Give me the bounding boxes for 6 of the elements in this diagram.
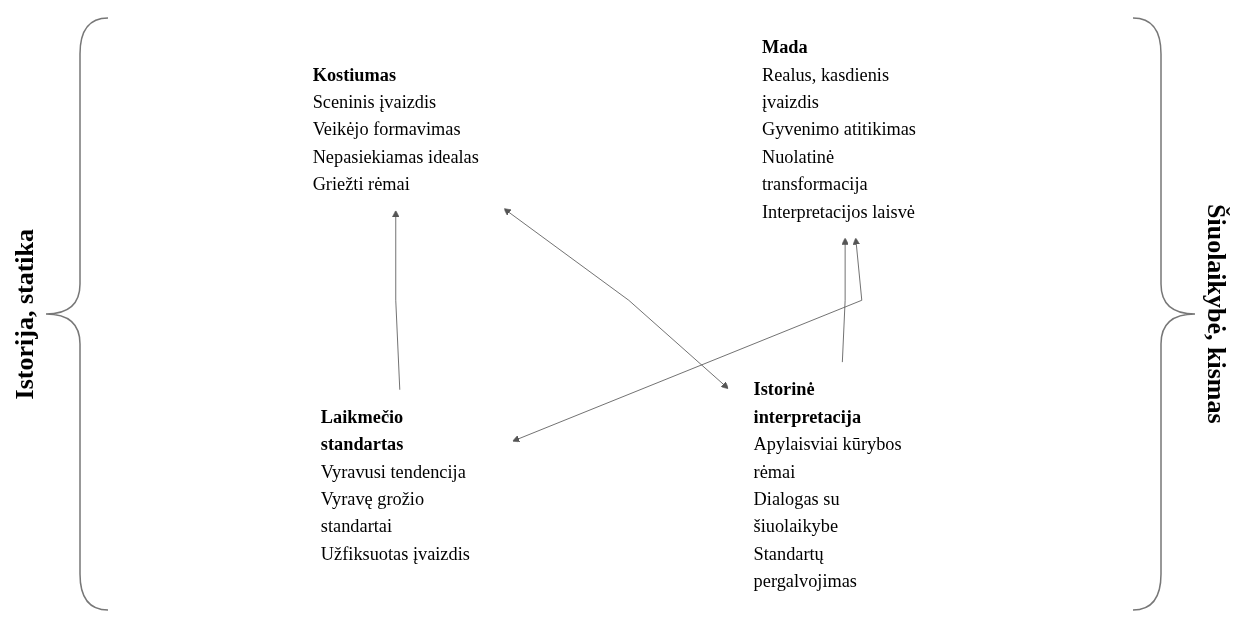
- node-text: Laikmečio standartas Vyravusi tendencija Vyravę grožio standartai Užfiksuotas įvaizdis: [320, 405, 470, 565]
- node-text: Kostiumas Sceninis įvaizdis Veikėjo formavimas Nepasiekiamas idealas Griežti rėmai: [312, 63, 479, 195]
- side-label: Šiuolaikybė, kismas: [1201, 204, 1231, 424]
- side-label: Istorija, statika: [10, 228, 40, 400]
- node-text: Istorinė interpretacija Apylaisviai kūrybos rėmai Dialogas su šiuolaikybe Standartų pergalvojimas: [753, 378, 902, 592]
- node-text: Mada Realus, kasdienis įvaizdis Gyvenimo atitikimas Nuolatinė transformacija Interpretacijos laisvė: [761, 36, 916, 223]
